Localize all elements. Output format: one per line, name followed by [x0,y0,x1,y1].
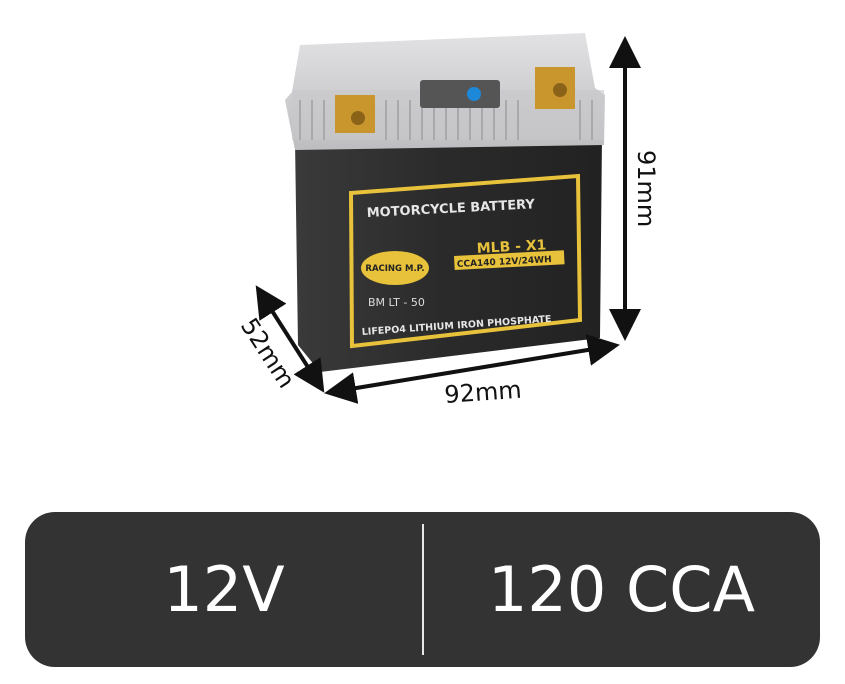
cca-spec: 120 CCA [487,553,756,626]
width-dimension: 92mm [443,376,522,409]
depth-dimension: 52mm [235,313,301,393]
battery-illustration: MOTORCYCLE BATTERY RACING M.P. MLB - X1 … [235,33,660,409]
voltage-spec: 12V [163,553,285,626]
brand-logo-text: RACING M.P. [365,264,424,274]
height-dimension: 91mm [632,150,660,227]
battery-body [285,33,605,372]
charge-indicator [420,80,500,108]
width-arrow [324,334,620,404]
positive-terminal [535,67,575,109]
spec-divider [422,524,424,655]
model-code: BM LT - 50 [368,296,425,309]
depth-arrow [255,285,325,393]
negative-terminal [335,95,375,133]
rating-text: CCA140 12V/24WH [457,255,552,270]
brand-logo [361,251,429,285]
spec-panel: 12V 120 CCA [25,512,820,667]
